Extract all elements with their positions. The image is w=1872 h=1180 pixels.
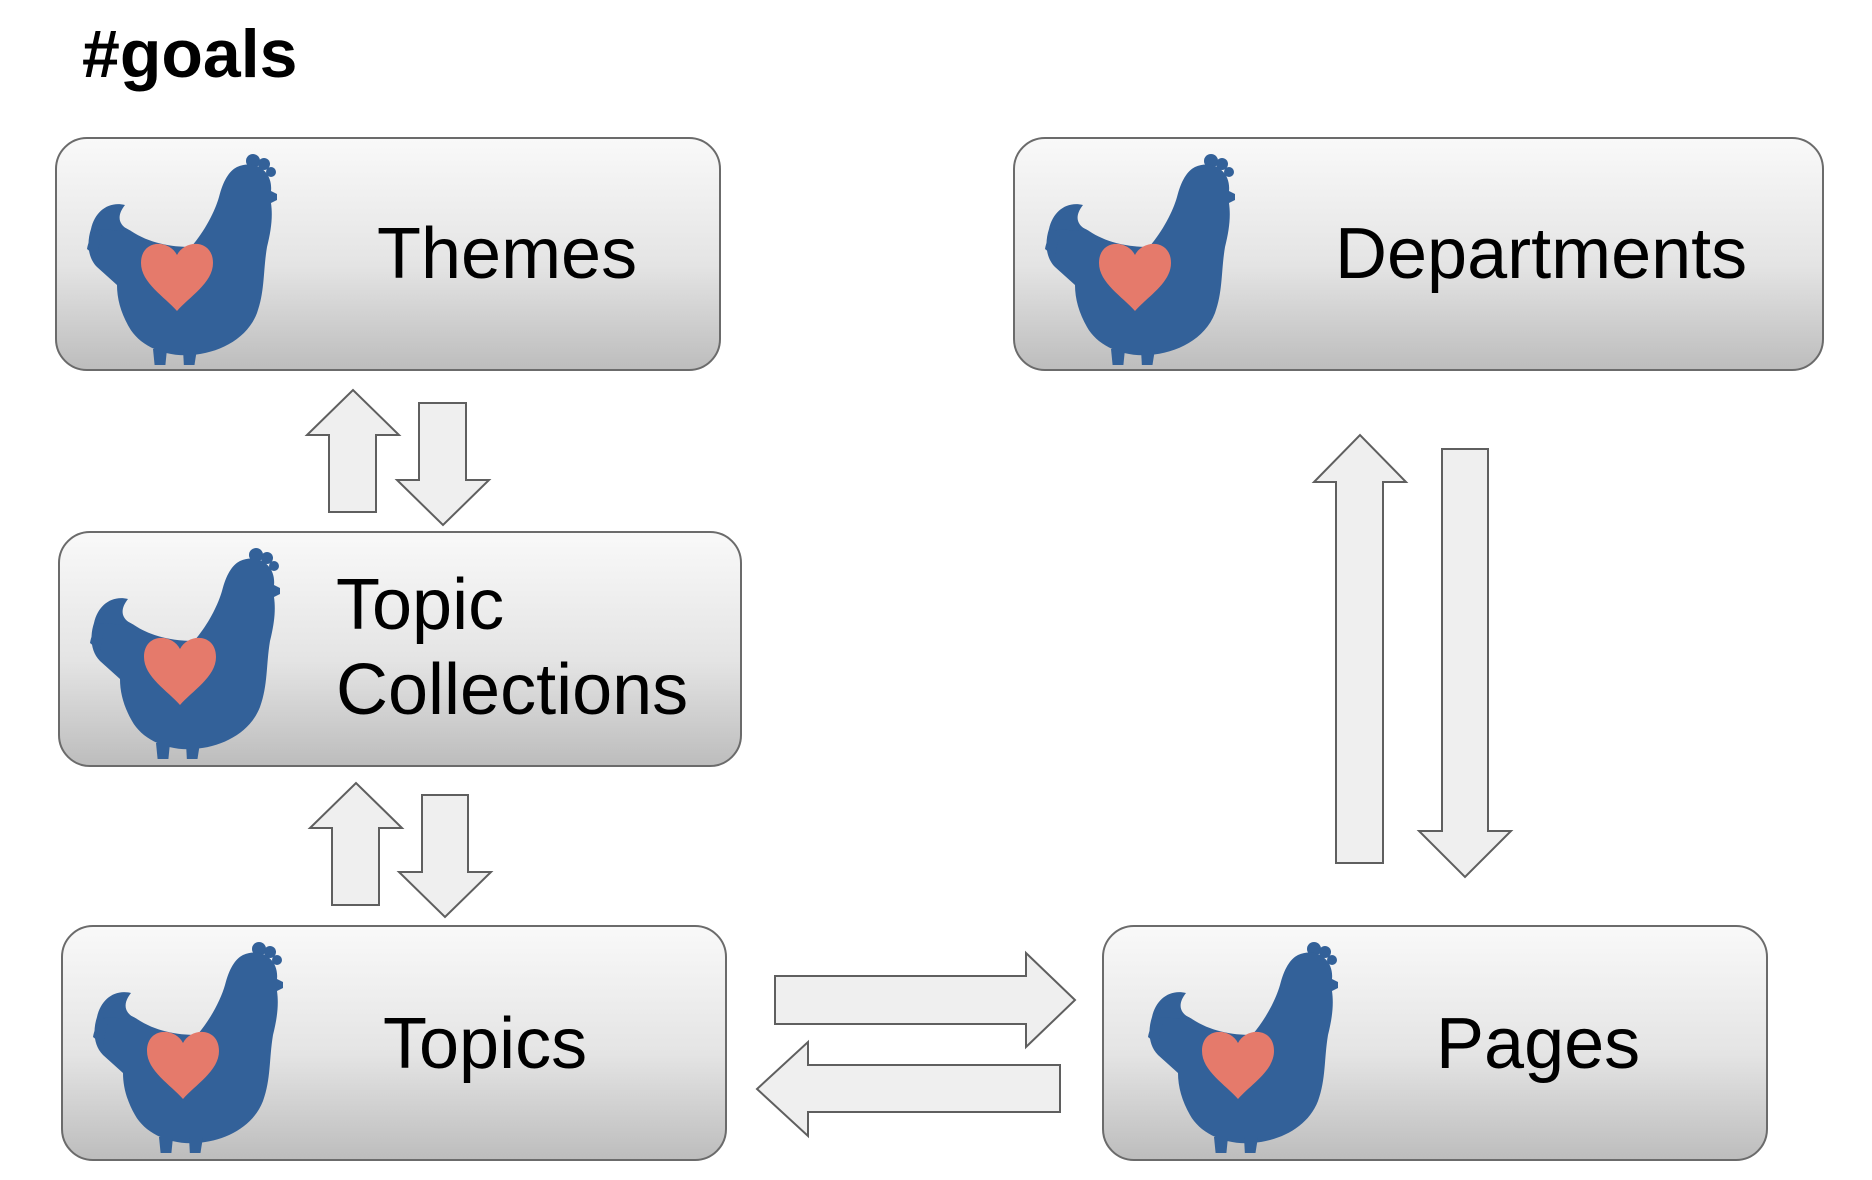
- node-label-themes: Themes: [377, 214, 638, 294]
- arrow-down-to-pages: [1416, 448, 1514, 879]
- chicken-heart-icon: [93, 941, 283, 1153]
- node-departments: Departments: [1013, 137, 1824, 371]
- node-pages: Pages: [1102, 925, 1768, 1161]
- chicken-heart-icon: [1148, 941, 1338, 1153]
- chicken-heart-icon: [1045, 153, 1235, 365]
- page-title: #goals: [82, 16, 298, 92]
- arrow-up-to-topic-collections: [307, 781, 405, 906]
- node-label-line-1: Topic: [336, 565, 505, 645]
- node-label-departments: Departments: [1335, 214, 1748, 294]
- node-label-topics: Topics: [383, 1004, 588, 1084]
- node-topic-collections: Topic Collections: [58, 531, 742, 767]
- arrow-right-to-pages: [774, 950, 1077, 1050]
- arrow-up-to-themes: [304, 388, 402, 513]
- arrow-down-to-topic-collections: [394, 402, 492, 527]
- arrow-left-to-topics: [755, 1039, 1061, 1139]
- arrow-down-to-topics: [396, 794, 494, 919]
- node-topics: Topics: [61, 925, 727, 1161]
- node-label-line-2: Collections: [336, 649, 689, 730]
- arrow-up-to-departments: [1311, 433, 1409, 864]
- chicken-heart-icon: [87, 153, 277, 365]
- node-themes: Themes: [55, 137, 721, 371]
- node-label-topic-collections: Topic Collections: [336, 563, 688, 733]
- node-label-pages: Pages: [1436, 1004, 1641, 1084]
- chicken-heart-icon: [90, 547, 280, 759]
